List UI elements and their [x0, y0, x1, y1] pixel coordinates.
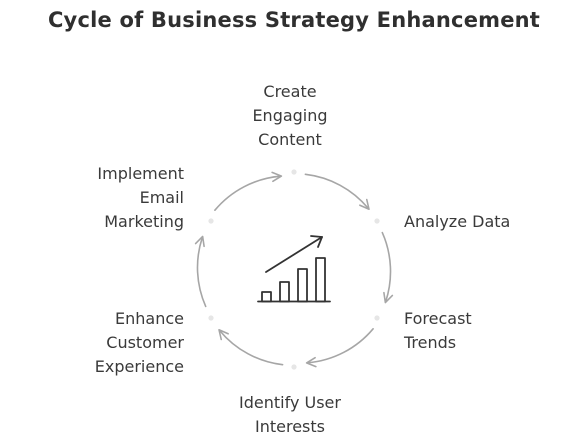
step-label-line: Trends: [404, 333, 457, 352]
step-implement-email-marketing: Implement Email Marketing: [97, 162, 184, 234]
node-dot-top: [291, 169, 297, 175]
step-label-line: Experience: [94, 357, 184, 376]
step-label-line: Enhance: [115, 309, 184, 328]
growth-bar-chart-icon: [257, 235, 331, 303]
step-analyze-data: Analyze Data: [404, 210, 510, 234]
diagram-title: Cycle of Business Strategy Enhancement: [47, 8, 541, 32]
step-label-line: Create: [263, 82, 317, 101]
step-label-line: Identify User: [239, 393, 341, 412]
step-label-line: Engaging: [252, 106, 328, 125]
step-label-line: Analyze Data: [404, 212, 511, 231]
step-label-line: Content: [258, 130, 322, 149]
arrow-top-to-upper-right: [304, 173, 370, 211]
arrow-upper-right-to-lower-right: [381, 231, 394, 304]
cycle-arrows: [194, 171, 394, 368]
ring-nodes: [208, 169, 380, 370]
node-dot-lower-left: [208, 315, 214, 321]
step-create-engaging-content: Create Engaging Content: [210, 80, 370, 152]
step-forecast-trends: Forecast Trends: [404, 307, 472, 355]
step-label-line: Implement: [97, 164, 184, 183]
step-enhance-customer-experience: Enhance Customer Experience: [95, 307, 184, 379]
step-identify-user-interests: Identify User Interests: [190, 391, 390, 439]
step-label-line: Customer: [106, 333, 184, 352]
node-dot-bottom: [291, 364, 297, 370]
node-dot-lower-right: [374, 315, 380, 321]
arrow-lower-right-to-bottom: [305, 328, 374, 368]
step-label-line: Email: [139, 188, 184, 207]
arrow-lower-left-to-upper-left: [194, 235, 207, 308]
arrow-bottom-to-lower-left: [218, 328, 284, 366]
step-label-line: Interests: [255, 417, 325, 436]
step-label-line: Marketing: [104, 212, 184, 231]
node-dot-upper-right: [374, 218, 380, 224]
step-label-line: Forecast: [404, 309, 472, 328]
arrow-upper-left-to-top: [214, 171, 283, 211]
node-dot-upper-left: [208, 218, 214, 224]
